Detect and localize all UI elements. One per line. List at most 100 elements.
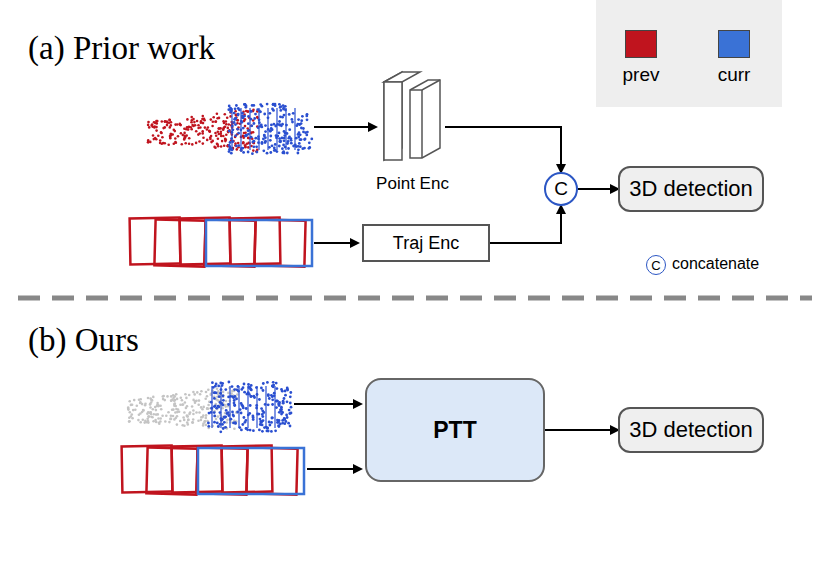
point xyxy=(187,418,190,421)
point xyxy=(290,406,293,409)
point xyxy=(256,116,259,119)
point xyxy=(256,151,259,154)
scan-line xyxy=(258,108,259,150)
point xyxy=(225,400,228,403)
point xyxy=(286,388,289,391)
point xyxy=(164,399,167,402)
point xyxy=(216,143,219,146)
point xyxy=(275,382,278,385)
point xyxy=(236,128,239,131)
point xyxy=(205,424,208,427)
point xyxy=(279,140,282,143)
point xyxy=(233,388,236,391)
point xyxy=(180,397,183,400)
point xyxy=(223,416,226,419)
point xyxy=(225,409,228,412)
scan-line xyxy=(276,108,277,150)
point xyxy=(250,124,253,127)
point xyxy=(188,137,191,140)
point xyxy=(291,118,294,121)
point xyxy=(247,151,250,154)
point xyxy=(132,409,135,412)
point xyxy=(274,103,277,106)
point xyxy=(224,140,227,143)
point xyxy=(168,119,171,122)
point xyxy=(298,123,301,126)
node-text: Traj Enc xyxy=(393,233,459,254)
point xyxy=(278,425,281,428)
point xyxy=(222,394,225,397)
point xyxy=(139,398,142,401)
point xyxy=(271,395,274,398)
point xyxy=(157,135,160,138)
point xyxy=(153,413,156,416)
point xyxy=(165,414,168,417)
point xyxy=(196,391,199,394)
scan-line xyxy=(256,386,257,428)
point xyxy=(289,395,292,398)
point xyxy=(175,393,178,396)
point xyxy=(252,141,255,144)
point xyxy=(284,390,287,393)
point xyxy=(252,149,255,152)
point xyxy=(261,430,264,433)
point xyxy=(223,144,226,147)
point xyxy=(245,407,248,410)
point xyxy=(217,425,220,428)
point xyxy=(210,141,213,144)
point xyxy=(271,416,274,419)
point xyxy=(139,402,142,405)
scan-line xyxy=(238,386,239,428)
point xyxy=(174,402,177,405)
point xyxy=(202,122,205,125)
point xyxy=(149,141,152,144)
point xyxy=(262,411,265,414)
scan-line xyxy=(229,386,230,428)
point xyxy=(234,422,237,425)
point xyxy=(139,412,142,415)
point xyxy=(142,419,145,422)
point xyxy=(183,132,186,135)
point xyxy=(186,126,189,129)
point xyxy=(186,415,189,418)
point xyxy=(278,140,281,143)
point xyxy=(310,138,313,141)
point xyxy=(161,136,164,139)
point xyxy=(169,418,172,421)
point xyxy=(168,421,171,424)
point xyxy=(303,138,306,141)
point xyxy=(300,138,303,141)
point xyxy=(213,415,216,418)
scan-line xyxy=(231,108,232,150)
point xyxy=(279,109,282,112)
point xyxy=(192,421,195,424)
point xyxy=(226,117,229,120)
point xyxy=(206,408,209,411)
point xyxy=(213,397,216,400)
point xyxy=(253,117,256,120)
point xyxy=(281,137,284,140)
layer-top xyxy=(384,72,420,82)
point xyxy=(308,147,311,150)
point xyxy=(216,113,219,116)
point xyxy=(198,399,201,402)
point xyxy=(169,136,172,139)
point xyxy=(243,383,246,386)
point xyxy=(236,148,239,151)
point xyxy=(240,402,243,405)
point xyxy=(303,147,306,150)
point xyxy=(201,130,204,133)
point xyxy=(271,385,274,388)
point xyxy=(273,123,276,126)
point xyxy=(245,427,248,430)
point xyxy=(175,408,178,411)
point xyxy=(220,135,223,138)
point xyxy=(212,121,215,124)
point xyxy=(128,420,131,423)
point xyxy=(297,118,300,121)
point xyxy=(222,391,225,394)
point xyxy=(167,411,170,414)
input-arrow xyxy=(314,126,376,128)
point xyxy=(215,120,218,123)
point xyxy=(160,408,163,411)
